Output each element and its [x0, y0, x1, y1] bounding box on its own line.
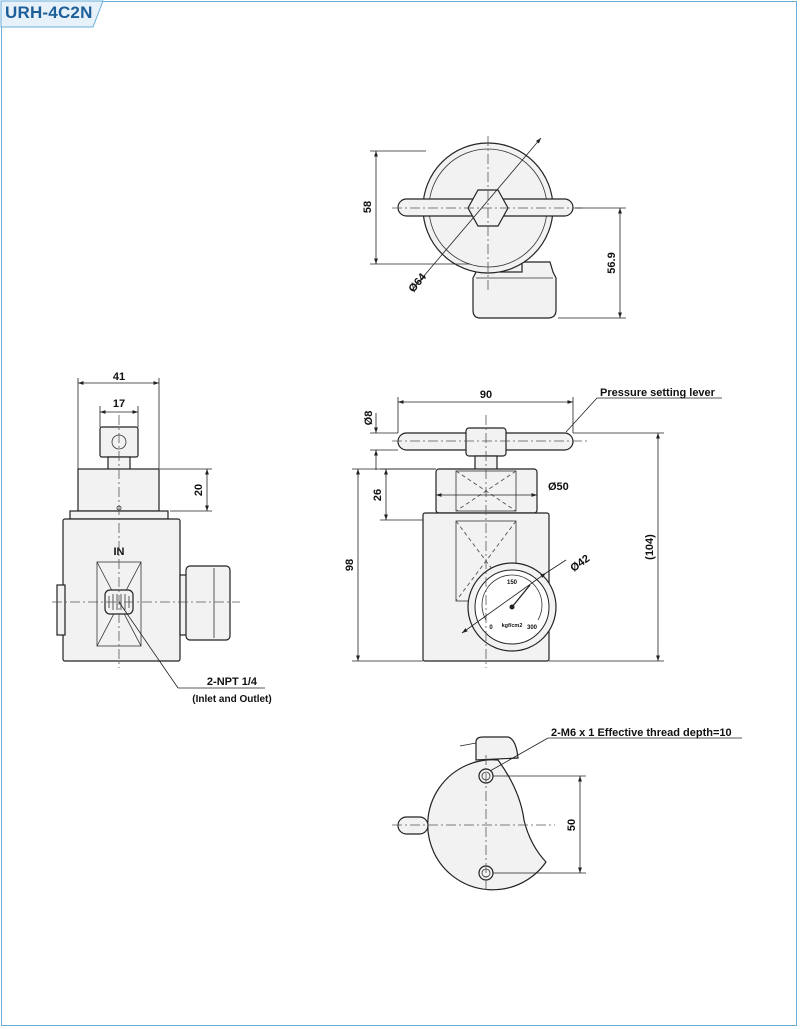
front-dim-lever: Ø8 [363, 411, 375, 426]
body-left-step [56, 584, 66, 636]
gauge-side [185, 565, 231, 641]
model-title: URH-4C2N [5, 3, 93, 22]
bottom-lever-tab [475, 736, 519, 761]
thread-label: 2-M6 x 1 Effective thread depth=10 [551, 727, 732, 739]
gauge-housing [472, 261, 557, 319]
top-view: 58 Ø64 56.9 [362, 136, 626, 319]
top-dim-height: 58 [362, 201, 374, 213]
title-tab [0, 0, 104, 28]
side-port-label: IN [114, 546, 125, 558]
bottom-view: 50 2-M6 x 1 Effective thread depth=10 [392, 727, 742, 891]
front-view: 150 0 300 kgf/cm2 90 Pressure setting le… [344, 387, 722, 668]
front-dim-overall: (104) [644, 534, 656, 560]
side-dim-width: 41 [113, 371, 125, 383]
front-dim-total: 98 [344, 559, 356, 571]
cap [77, 468, 160, 512]
front-dim-cap: 26 [372, 489, 384, 501]
port-note: 2-NPT 1/4 [207, 676, 258, 688]
front-dim-gauge: Ø42 [568, 553, 592, 575]
top-dim-diameter: Ø64 [406, 271, 429, 295]
side-view: IN 41 17 20 2-NPT 1/4 (Inlet and Outlet) [52, 371, 272, 705]
bottom-lever-stub [397, 816, 429, 835]
bottom-dim-pitch: 50 [566, 819, 578, 831]
side-dim-cap: 20 [193, 484, 205, 496]
lever-label: Pressure setting lever [600, 387, 716, 399]
gauge-scale-top: 150 [507, 580, 518, 586]
front-dim-width: 90 [480, 389, 492, 401]
port-note-sub: (Inlet and Outlet) [192, 694, 271, 705]
front-dim-cap-dia: Ø50 [548, 481, 569, 493]
gauge-scale-right: 300 [527, 625, 538, 631]
gauge-unit: kgf/cm2 [502, 623, 523, 629]
side-dim-top: 17 [113, 398, 125, 410]
top-dim-right: 56.9 [606, 252, 618, 273]
